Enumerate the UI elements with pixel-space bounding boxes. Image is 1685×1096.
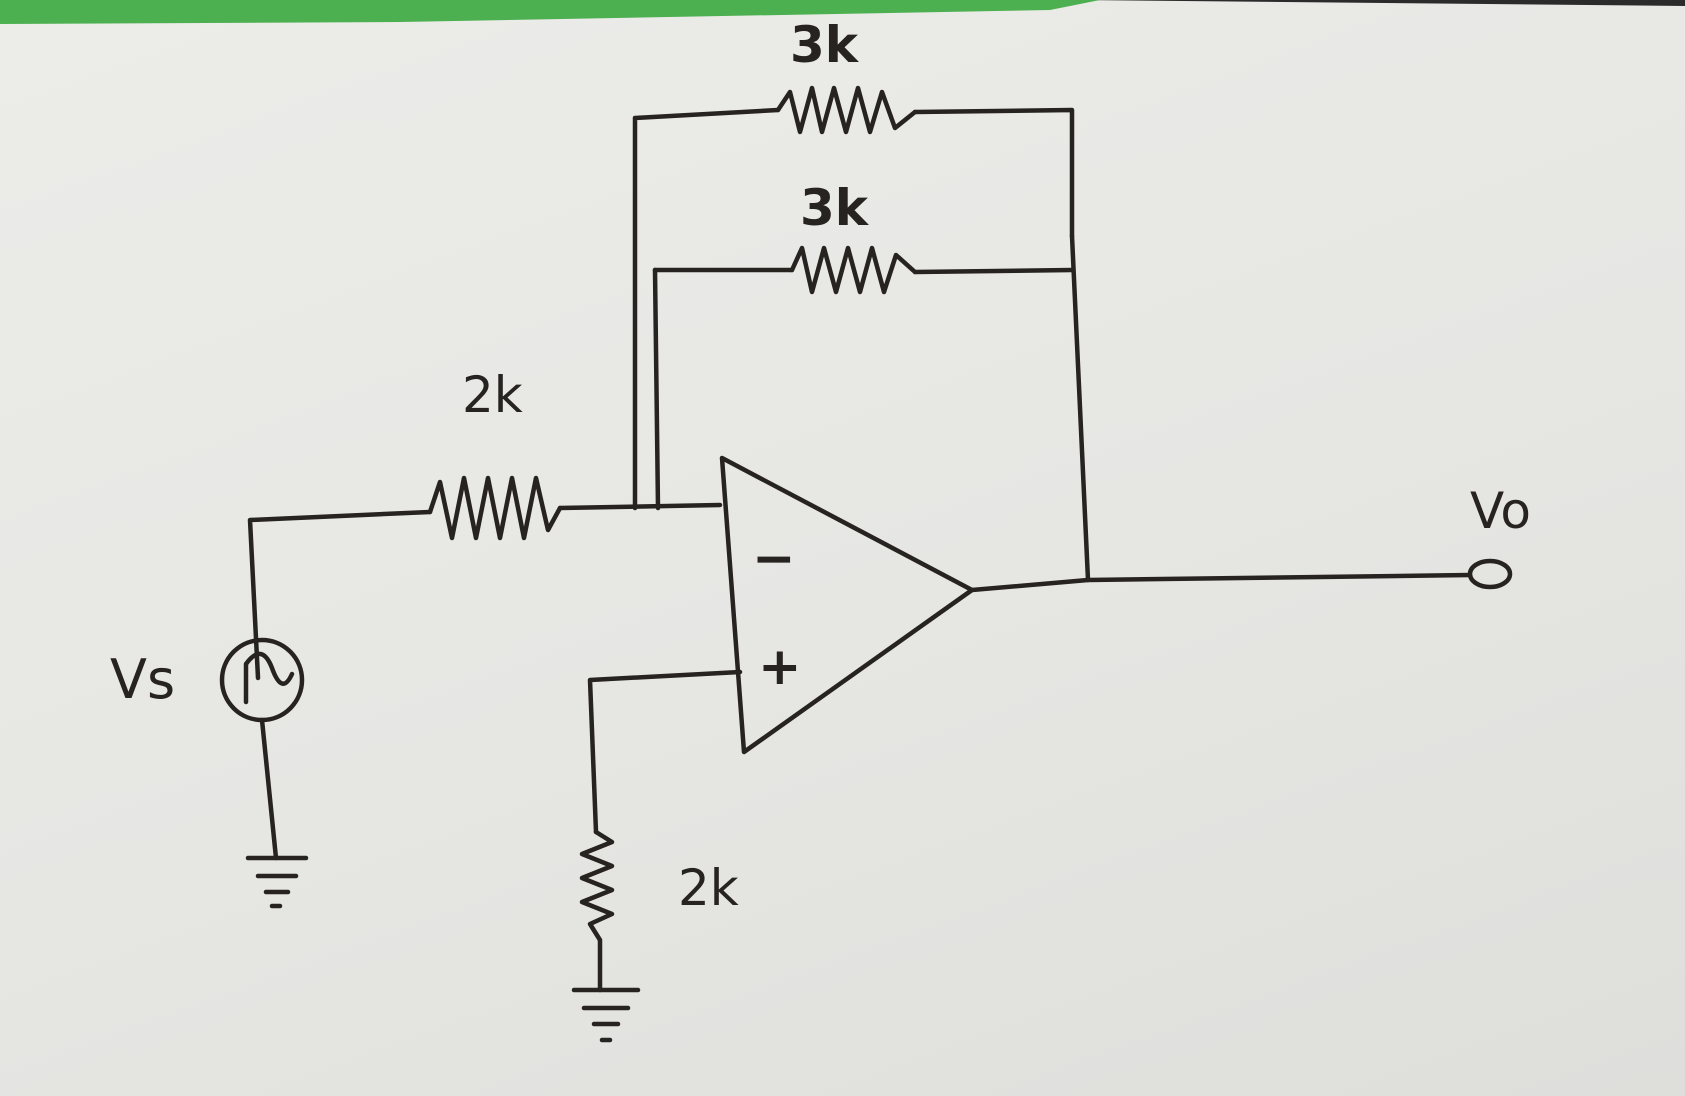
output-terminal-icon: [1467, 558, 1513, 590]
resistor-feedback-bottom: [789, 245, 918, 295]
resistor-feedback-top: [775, 85, 918, 135]
label-output: Vo: [1470, 482, 1531, 540]
opamp-noninverting-sign: +: [758, 637, 802, 697]
label-resistor-input: 2k: [462, 366, 523, 424]
opamp-triangle: [719, 455, 975, 755]
ground-icon-source: [245, 855, 309, 909]
ground-icon: [571, 987, 641, 1043]
ac-source-icon: [219, 637, 305, 723]
feedback-top-right-wire: [912, 107, 1075, 239]
label-resistor-feedback-top: 3k: [790, 16, 860, 74]
noninverting-input-wire: [587, 669, 743, 835]
top-color-strip: [0, 0, 1685, 24]
label-resistor-feedback-bottom: 3k: [800, 179, 870, 237]
feedback-top-left-wire: [632, 107, 781, 511]
feedback-right-vertical: [1069, 233, 1091, 583]
opamp-inverting-sign: −: [752, 529, 796, 589]
label-resistor-ground: 2k: [678, 859, 739, 917]
label-source: Vs: [110, 648, 175, 711]
output-wire: [969, 572, 1473, 593]
resistor-ground: [579, 829, 615, 993]
feedback-mid-right-wire: [912, 267, 1075, 275]
input-to-opamp-wire: [557, 502, 723, 511]
feedback-left-vertical: [652, 267, 661, 511]
resistor-input: [427, 475, 563, 541]
feedback-wires: [632, 107, 1091, 583]
source-to-input-wire: [247, 509, 433, 681]
source-to-ground-wire: [259, 717, 279, 861]
